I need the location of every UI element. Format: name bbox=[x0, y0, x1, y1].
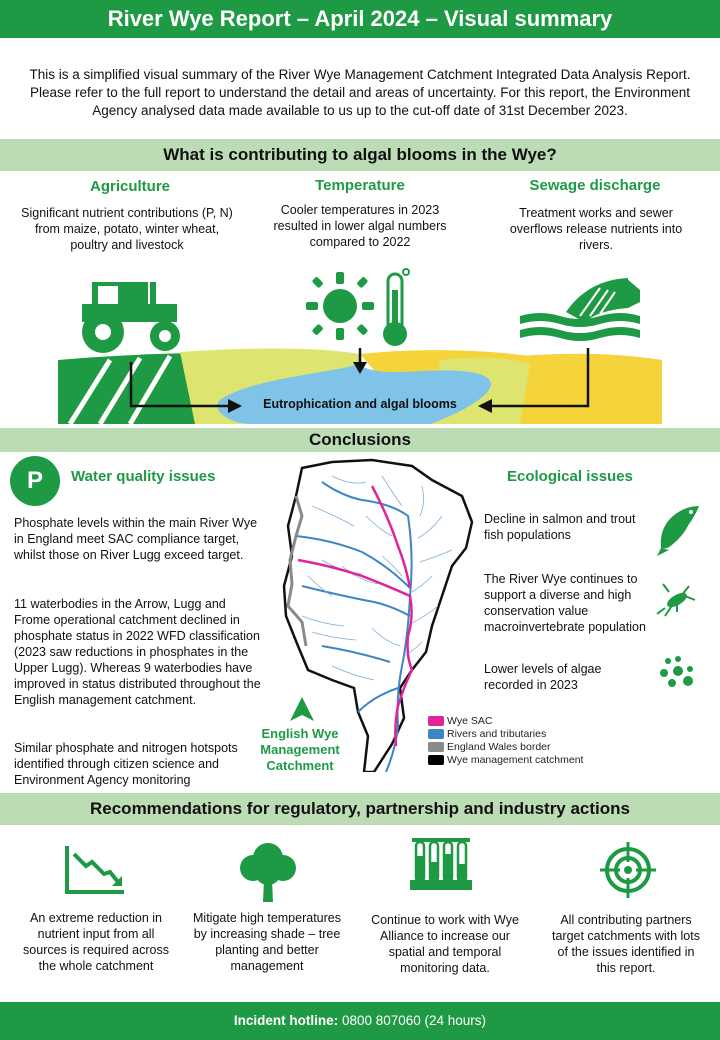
map-label: English Wye Management Catchment bbox=[260, 726, 340, 773]
phosphate-badge: P bbox=[10, 456, 60, 506]
recommendation-1: An extreme reduction in nutrient input f… bbox=[23, 911, 169, 973]
landscape-illustration bbox=[58, 268, 662, 426]
recommendation-3: Continue to work with Wye Alliance to in… bbox=[371, 913, 519, 975]
legend-item-catchment: Wye management catchment bbox=[428, 754, 608, 767]
agriculture-text: Significant nutrient contributions (P, N… bbox=[21, 206, 233, 252]
incident-hotline: Incident hotline: 0800 807060 (24 hours) bbox=[0, 1002, 720, 1040]
ecological-item-2: The River Wye continues to support a div… bbox=[484, 572, 646, 634]
recommendation-4: All contributing partners target catchme… bbox=[552, 913, 700, 975]
thermometer-icon bbox=[383, 268, 410, 346]
contributing-heading: What is contributing to algal blooms in … bbox=[0, 139, 720, 171]
hotline-number: 0800 807060 (24 hours) bbox=[341, 1013, 487, 1028]
test-tubes-icon bbox=[410, 838, 472, 890]
sewage-title: Sewage discharge bbox=[529, 177, 661, 194]
north-arrow-icon bbox=[290, 697, 314, 721]
sun-icon bbox=[306, 272, 374, 340]
temperature-text: Cooler temperatures in 2023 resulted in … bbox=[273, 203, 447, 249]
legend-item-wye-sac: Wye SAC bbox=[428, 715, 608, 728]
recommendations-heading: Recommendations for regulatory, partners… bbox=[0, 793, 720, 825]
legend-item-rivers: Rivers and tributaries bbox=[428, 728, 608, 741]
agriculture-title: Agriculture bbox=[89, 178, 170, 195]
sewage-text: Treatment works and sewer overflows rele… bbox=[509, 206, 683, 252]
water-quality-title: Water quality issues bbox=[71, 468, 216, 485]
target-icon bbox=[600, 842, 656, 898]
recommendation-2: Mitigate high temperatures by increasing… bbox=[193, 911, 341, 973]
sewage-pipe-icon bbox=[520, 278, 640, 341]
fish-icon bbox=[657, 506, 699, 556]
algae-dots-icon bbox=[660, 656, 693, 687]
ecological-title: Ecological issues bbox=[507, 468, 633, 485]
temperature-title: Temperature bbox=[315, 177, 405, 194]
water-quality-paragraph-3: Similar phosphate and nitrogen hotspots … bbox=[14, 741, 238, 787]
tree-icon bbox=[240, 843, 296, 902]
declining-chart-icon bbox=[65, 846, 124, 894]
conclusions-heading: Conclusions bbox=[0, 428, 720, 452]
page-title: River Wye Report – April 2024 – Visual s… bbox=[0, 0, 720, 38]
legend-item-border: England Wales border bbox=[428, 741, 608, 754]
ecological-item-1: Decline in salmon and trout fish populat… bbox=[484, 512, 636, 542]
catchment-map bbox=[282, 458, 474, 772]
tractor-icon bbox=[82, 282, 180, 353]
map-legend: Wye SAC Rivers and tributaries England W… bbox=[428, 715, 608, 767]
water-quality-paragraph-2: 11 waterbodies in the Arrow, Lugg and Fr… bbox=[14, 597, 261, 707]
ecological-item-3: Lower levels of algae recorded in 2023 bbox=[484, 662, 602, 692]
water-quality-paragraph-1: Phosphate levels within the main River W… bbox=[14, 516, 258, 562]
hotline-label: Incident hotline: bbox=[233, 1013, 339, 1028]
outcome-label: Eutrophication and algal blooms bbox=[263, 397, 457, 411]
intro-text: This is a simplified visual summary of t… bbox=[29, 67, 691, 118]
insect-icon bbox=[656, 583, 696, 617]
